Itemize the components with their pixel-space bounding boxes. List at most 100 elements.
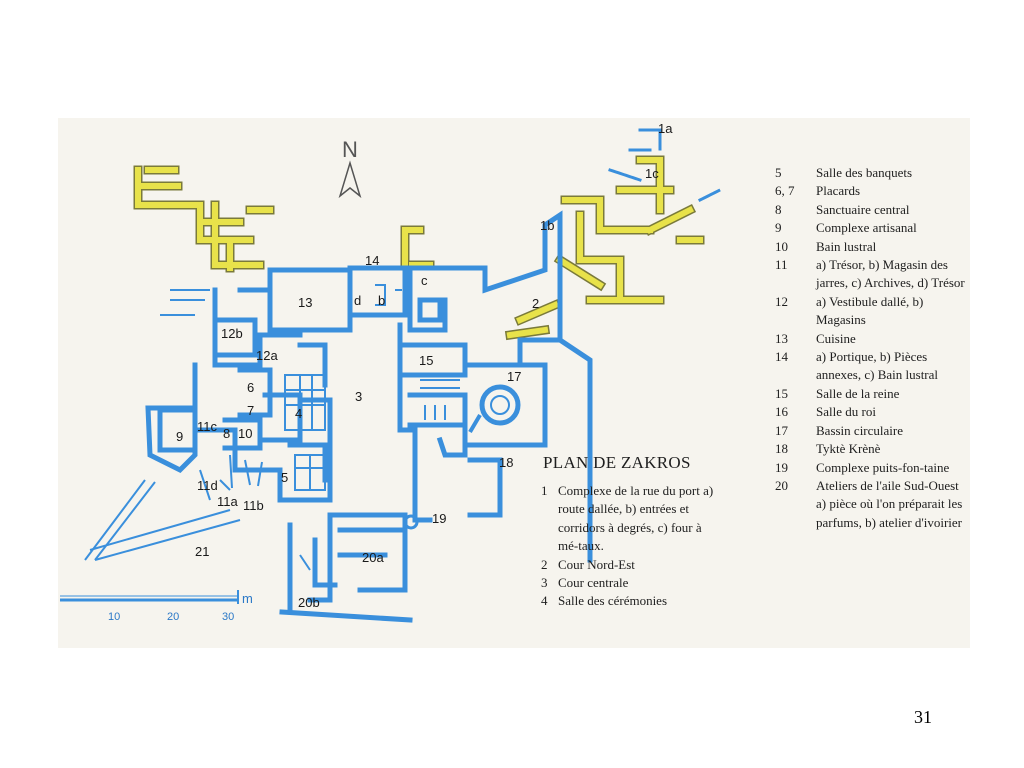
legend-number: 11 [775,257,788,273]
legend-text: Salle du roi [816,404,876,420]
legend-number: 18 [775,441,788,457]
room-label: 12b [221,326,243,341]
room-label: 2 [532,296,539,311]
legend-text: Cuisine [816,330,856,346]
room-label: 7 [247,403,254,418]
legend-item: 13 Cuisine [775,330,967,348]
room-label: 1c [645,166,659,181]
room-label: 21 [195,544,209,559]
room-label: 13 [298,295,312,310]
legend-text: Ateliers de l'aile Sud-Ouest a) pièce où… [816,477,963,530]
room-label: 1b [540,218,554,233]
legend-text: Complexe de la rue du port a) route dall… [558,483,714,554]
legend-text: Salle des cérémonies [558,593,668,609]
legend-number: 15 [775,385,788,401]
legend-number: 3 [541,575,548,591]
room-label: 4 [295,406,302,421]
legend-text: Bain lustral [816,238,877,254]
room-label: 18 [499,455,513,470]
legend-item: 20 Ateliers de l'aile Sud-Ouest a) pièce … [775,477,967,532]
scale-tick-10: 10 [108,611,120,623]
legend-text: Sanctuaire central [816,201,910,217]
legend-item: 18 Tyktè Krènè [775,440,967,458]
room-label: 15 [419,353,433,368]
legend-item: 5 Salle des banquets [775,164,967,182]
room-label: 11c [197,419,217,434]
plan-panel [58,118,970,648]
room-label: 14 [365,253,379,268]
plan-title: PLAN DE ZAKROS [543,453,691,472]
legend-text: Cour centrale [558,575,629,591]
palace-walls [145,210,593,623]
legend-text: Bassin circulaire [816,422,903,438]
legend-text: a) Vestibule dallé, b) Magasins [816,293,924,328]
room-label: 19 [432,511,446,526]
circular-basin [468,384,521,434]
room-label: d [354,293,361,308]
legend-text: a) Portique, b) Pièces annexes, c) Bain … [816,349,939,383]
legend-number: 20 [775,477,788,493]
legend-item: 9 Complexe artisanal [775,219,967,237]
legend-number: 5 [775,165,782,180]
north-letter: N [342,137,358,162]
interior-detail [160,284,460,571]
legend-item: 4 Salle des cérémonies [541,592,721,610]
scale-tick-20: 20 [167,611,179,623]
legend-text: Salle de la reine [816,385,900,401]
legend-number: 12 [775,293,788,309]
legend-number: 16 [775,404,788,420]
legend-text: Complexe artisanal [816,220,917,236]
room-label: 20a [362,550,384,565]
page-number: 31 [914,707,932,727]
well-19 [403,514,419,530]
room-label: c [421,273,428,288]
legend-left: 1 Complexe de la rue du port a) route dal… [541,482,721,611]
legend-item: 2 Cour Nord-Est [541,556,721,574]
legend-item: 3 Cour centrale [541,574,721,592]
room-labels: 1a 1b 1c 2 3 4 5 6 7 8 9 10 11a 11b 11c … [176,121,673,610]
legend-number: 14 [775,349,788,365]
yellow-structures [133,128,723,341]
legend-number: 9 [775,220,782,236]
legend-item: 1 Complexe de la rue du port a) route dal… [541,482,721,556]
room-label: 11d [197,478,218,493]
room-label: 3 [355,389,362,404]
room-label: 6 [247,380,254,395]
legend-text: Cour Nord-Est [558,556,635,572]
north-arrow-icon [338,160,362,199]
room-label: 11b [243,498,264,513]
room-label: 9 [176,429,183,444]
legend-item: 11 a) Trésor, b) Magasin des jarres, c) A… [775,256,967,293]
legend-number: 1 [541,483,548,498]
room-label: 8 [223,426,230,441]
legend-number: 4 [541,593,548,609]
legend-item: 16 Salle du roi [775,403,967,421]
legend-text: Placards [816,183,861,199]
legend-item: 12 a) Vestibule dallé, b) Magasins [775,293,967,330]
scale-bar: 10 20 30 m [60,590,253,623]
room-label: 1a [658,121,673,136]
legend-number: 13 [775,330,788,346]
legend-text: a) Trésor, b) Magasin des jarres, c) Arc… [816,257,965,291]
scale-tick-30: 30 [222,611,234,623]
room-label: 12a [256,348,278,363]
legend-text: Tyktè Krènè [816,441,881,457]
legend-number: 19 [775,459,788,475]
legend-item: 14 a) Portique, b) Pièces annexes, c) Bai… [775,348,967,385]
scale-unit: m [242,591,253,606]
room-label: 5 [281,470,288,485]
room-label: b [378,293,385,308]
room-label: 17 [507,369,521,384]
north-arrow: N [338,137,362,199]
legend-text: Salle des banquets [816,165,913,180]
room-label: 20b [298,595,320,610]
legend-number: 2 [541,556,548,572]
legend-text: Complexe puits-fon-taine [816,459,950,475]
legend-item: 19 Complexe puits-fon-taine [775,459,967,477]
